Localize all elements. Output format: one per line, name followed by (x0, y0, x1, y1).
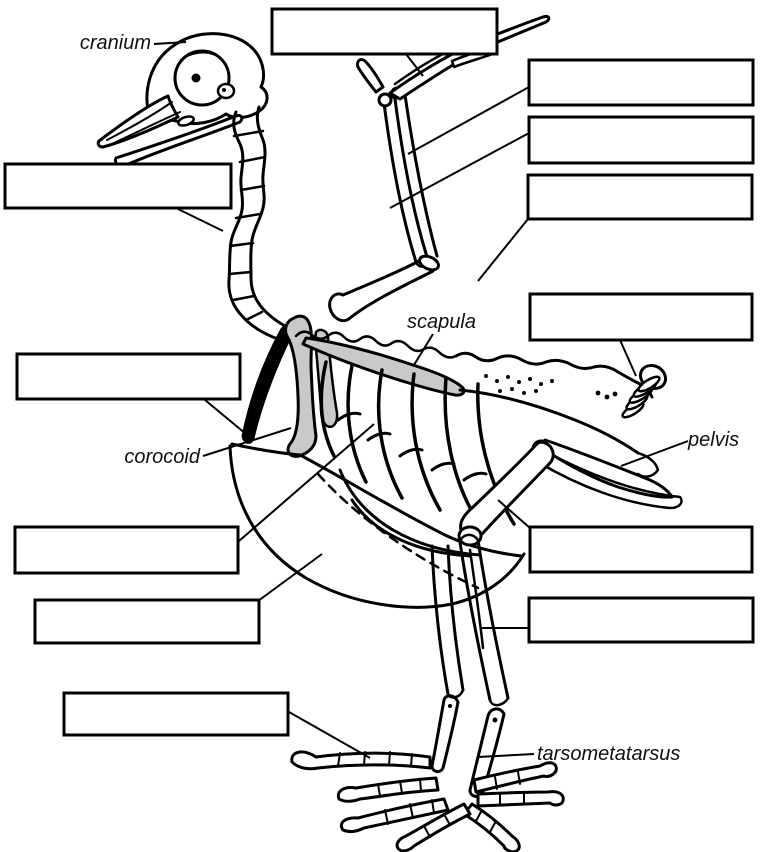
wing-bones (328, 15, 551, 323)
feet-toes (290, 750, 565, 852)
label-cranium: cranium (80, 32, 151, 54)
neck-vertebrae (227, 105, 302, 343)
answer-box-tail[interactable] (528, 292, 754, 342)
ischium (543, 438, 674, 499)
printed-labels: cranium scapula corocoid pelvis tarsomet… (80, 32, 739, 765)
leader-cranium (153, 41, 187, 45)
leader-tail (619, 339, 637, 377)
answer-boxes (3, 7, 755, 737)
leader-pelvis (620, 440, 689, 467)
label-corocoid: corocoid (124, 446, 200, 468)
leader-wing-tip (405, 53, 424, 77)
answer-box-furcula[interactable] (15, 352, 242, 401)
leader-corocoid (202, 427, 292, 457)
answer-box-humerus[interactable] (526, 173, 754, 221)
pubis (536, 453, 683, 510)
leader-tarsometatarsus (477, 753, 535, 758)
furcula-bone (241, 324, 293, 444)
leader-lines (153, 41, 689, 759)
spine (294, 330, 654, 399)
answer-box-ribs[interactable] (13, 525, 240, 575)
pelvis-tail (458, 363, 683, 510)
leader-humerus (477, 218, 529, 282)
leader-wing-upper (407, 86, 530, 155)
leader-neck (177, 208, 224, 232)
alula (356, 58, 385, 94)
answer-box-femur[interactable] (528, 525, 754, 574)
coracoid-bone (284, 314, 318, 458)
answer-box-wing-lower[interactable] (527, 115, 755, 165)
leader-wing-lower (389, 132, 530, 209)
answer-box-neck[interactable] (3, 162, 233, 210)
ilium-dots (484, 374, 618, 400)
tarsometatarsus-far (430, 694, 460, 774)
answer-box-wing-upper[interactable] (527, 58, 755, 107)
ribcage (319, 360, 516, 558)
answer-box-keel[interactable] (33, 598, 261, 645)
leader-scapula (413, 333, 434, 366)
leader-keel (257, 553, 323, 602)
pygostyle (621, 363, 668, 419)
answer-box-wing-tip[interactable] (270, 7, 499, 56)
leader-femur (497, 499, 531, 529)
answer-box-tibiotarsus[interactable] (527, 596, 755, 644)
bird-skeleton-illustration (96, 15, 683, 852)
leader-foot (288, 711, 371, 759)
label-tarsometatarsus: tarsometatarsus (537, 743, 680, 765)
skull-bones (96, 32, 269, 168)
eye-socket-dot (191, 73, 201, 83)
femur (459, 440, 555, 540)
label-pelvis: pelvis (687, 429, 739, 451)
scapula-bone (301, 336, 466, 397)
leader-ribs (238, 423, 375, 542)
leg-bones (430, 440, 555, 798)
label-scapula: scapula (407, 311, 476, 333)
tarsometatarsus-near (468, 707, 506, 798)
answer-box-foot[interactable] (62, 691, 290, 737)
leader-furcula (204, 399, 247, 435)
